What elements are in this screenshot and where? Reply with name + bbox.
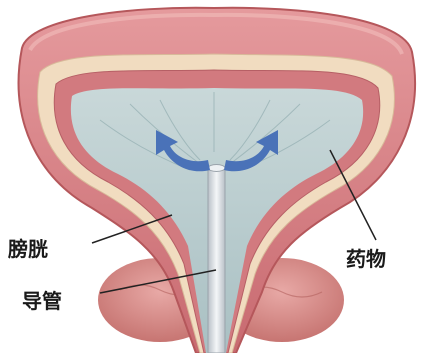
drug-label: 药物 <box>346 243 386 272</box>
bladder-label: 膀胱 <box>8 233 48 262</box>
catheter-tube <box>208 165 225 353</box>
catheter-label: 导管 <box>22 285 62 314</box>
